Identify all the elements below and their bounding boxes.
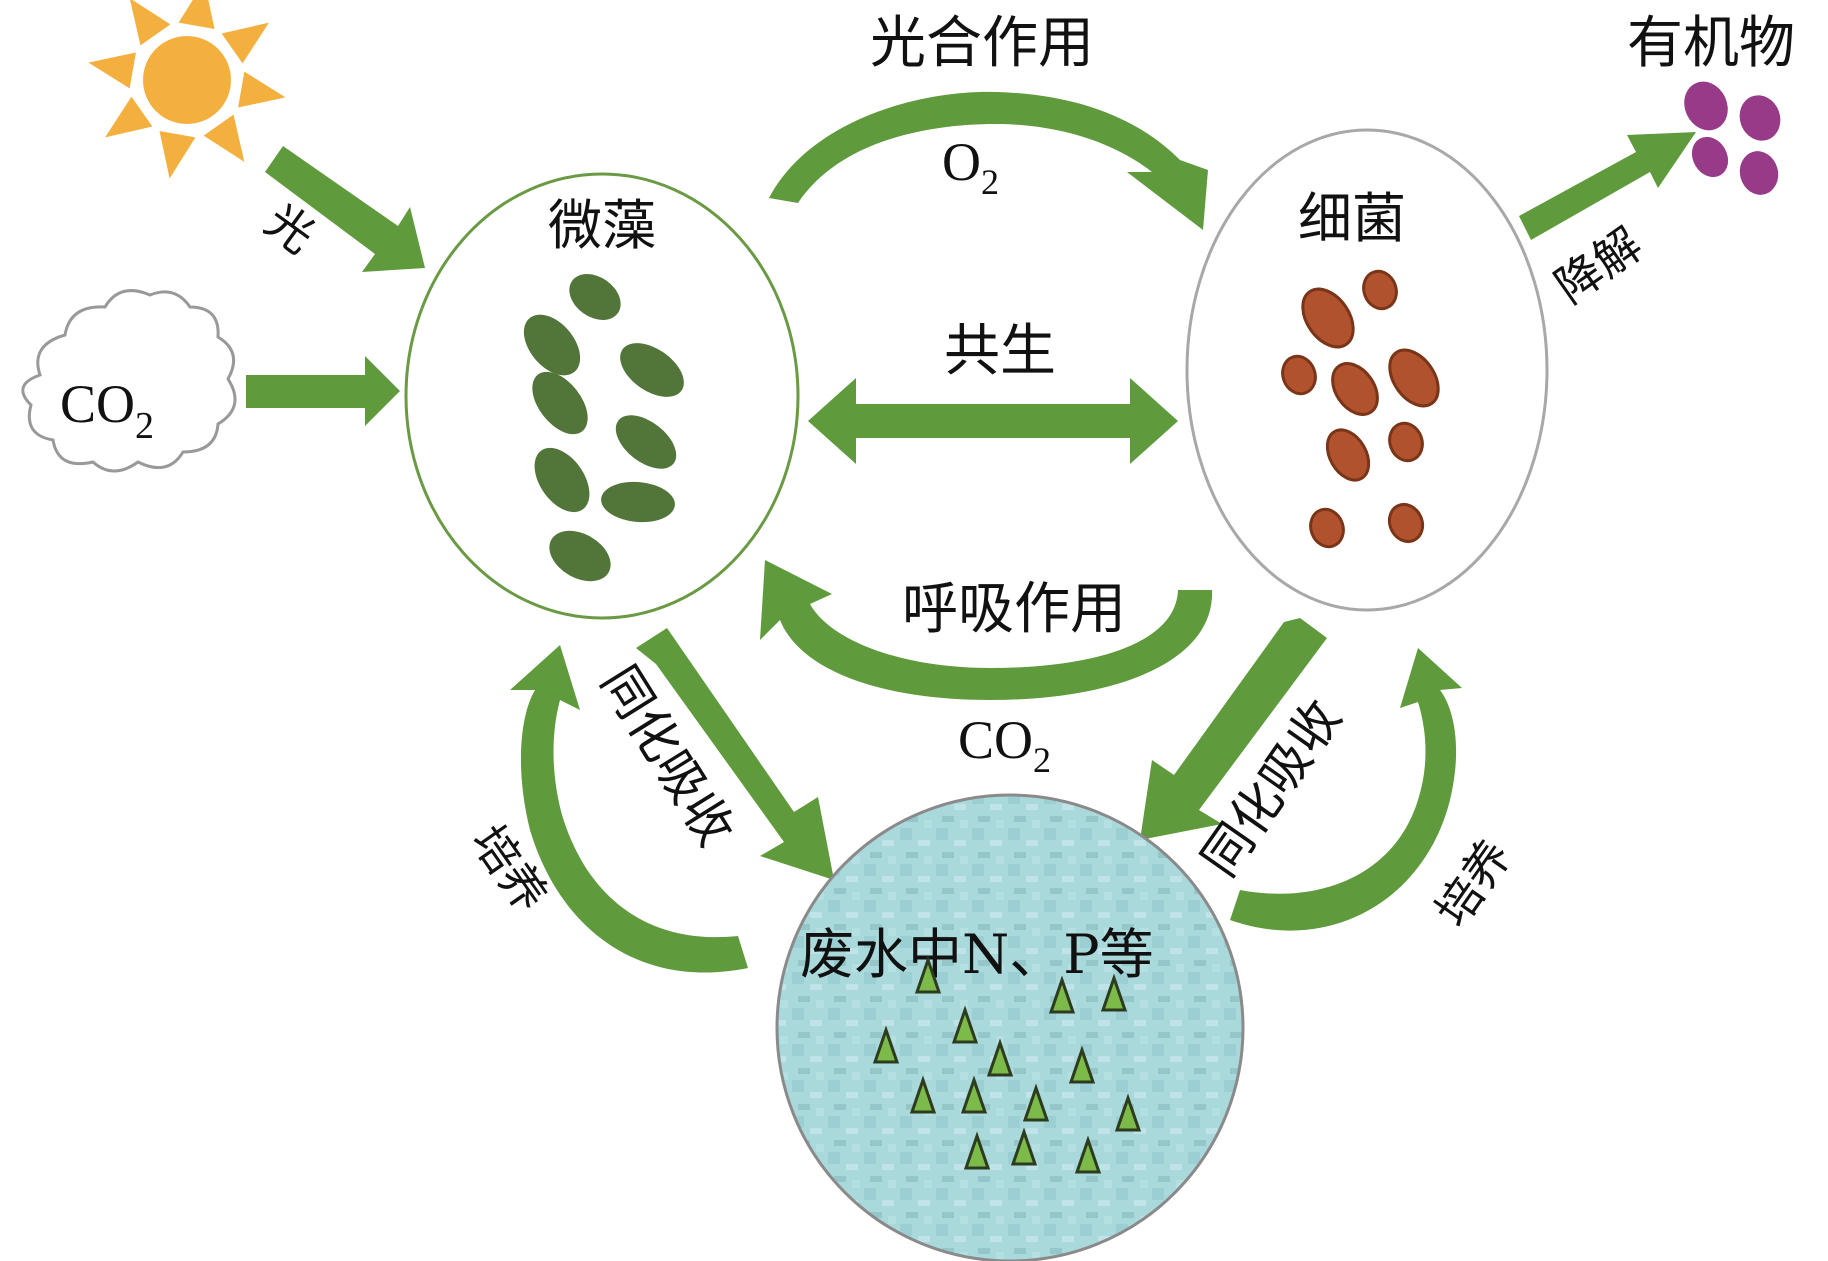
culture-right-arrow — [1230, 648, 1462, 931]
microalgae-cell-body — [569, 274, 621, 320]
culture-left-arrow — [510, 645, 748, 973]
microalgae-cell-body — [615, 415, 677, 469]
microalgae-cell-body — [601, 481, 675, 523]
sun-ray — [88, 52, 136, 89]
co2-input-arrow — [246, 356, 400, 426]
bacterium — [1325, 428, 1371, 482]
wastewater-label: 废水中N、P等 — [800, 923, 1154, 986]
sun-ray — [203, 114, 245, 162]
assimilation-right-arrow — [1140, 618, 1327, 840]
symbiosis-arrow — [808, 378, 1178, 464]
wastewater-pool — [775, 793, 1245, 1261]
degradation-label: 降解 — [1545, 217, 1651, 314]
bacterium — [1388, 421, 1424, 463]
bacterium — [1281, 354, 1317, 396]
assimilation-left-label: 同化吸收 — [590, 656, 745, 856]
bacterium — [1362, 269, 1398, 311]
microalgae-cell — [404, 172, 800, 620]
organic-matter-label: 有机物 — [1627, 11, 1795, 76]
culture-right-label: 培养 — [1425, 830, 1522, 936]
bacterium — [1387, 503, 1425, 543]
bacterium — [1301, 287, 1355, 349]
sun-ray — [159, 131, 196, 179]
nutrient-particle — [951, 1005, 979, 1044]
nutrient-particle — [1048, 975, 1076, 1014]
cloud-icon — [21, 289, 237, 473]
organic-dot — [1739, 95, 1781, 141]
sun-disc — [143, 36, 231, 124]
respiration-arrow — [760, 560, 1213, 700]
bacteria-cell — [1185, 128, 1549, 612]
sun-ray — [105, 96, 153, 138]
bacteria-label: 细菌 — [1298, 187, 1406, 250]
nutrient-particle — [1022, 1083, 1050, 1122]
nutrient-particle — [1074, 1135, 1102, 1174]
nutrient-particle — [986, 1038, 1014, 1077]
photosynthesis-label: 光合作用 — [870, 11, 1094, 76]
organic-matter-dots — [1684, 81, 1781, 195]
microalgae-cell-body — [620, 343, 684, 397]
microalgae-cell-body — [532, 371, 588, 435]
nutrient-particle — [1010, 1127, 1038, 1166]
nutrient-particle — [1100, 973, 1128, 1012]
co2-source-label: CO2 — [60, 374, 154, 447]
co2-respiration-label: CO2 — [958, 710, 1051, 780]
organic-dot — [1684, 81, 1728, 131]
organic-dot — [1691, 136, 1729, 178]
assimilation-left-arrow — [636, 628, 834, 880]
microalgae-cells-group — [523, 274, 684, 582]
bacteria-cells-group — [1281, 269, 1440, 549]
degradation-arrow — [1519, 132, 1696, 240]
microalgae-label: 微藻 — [548, 194, 656, 257]
nutrient-particle — [909, 1075, 937, 1114]
nutrient-particle — [914, 955, 942, 994]
bacterium — [1388, 348, 1440, 408]
nutrient-particle — [1068, 1045, 1096, 1084]
sun-ray — [130, 0, 171, 46]
sun-ray — [178, 0, 215, 29]
bacterium — [1309, 507, 1345, 549]
nutrient-particle — [1114, 1093, 1142, 1132]
o2-label: O2 — [942, 132, 999, 202]
sun-ray — [238, 71, 286, 108]
sun-icon — [88, 0, 286, 179]
nutrient-particles-group — [872, 955, 1142, 1174]
nutrient-particle — [960, 1075, 988, 1114]
bacterium — [1331, 362, 1379, 416]
sun-ray — [221, 22, 269, 64]
microalgae-cell-body — [549, 530, 611, 582]
microalgae-cell-body — [523, 314, 581, 376]
photosynthesis-arrow — [769, 91, 1208, 230]
symbiosis-label: 共生 — [944, 319, 1056, 384]
nutrient-particle — [963, 1131, 991, 1170]
light-arrow — [265, 146, 425, 272]
organic-dot — [1739, 151, 1779, 195]
nutrient-particle — [872, 1025, 900, 1064]
respiration-label: 呼吸作用 — [902, 577, 1126, 642]
microalgae-cell-body — [534, 447, 590, 513]
